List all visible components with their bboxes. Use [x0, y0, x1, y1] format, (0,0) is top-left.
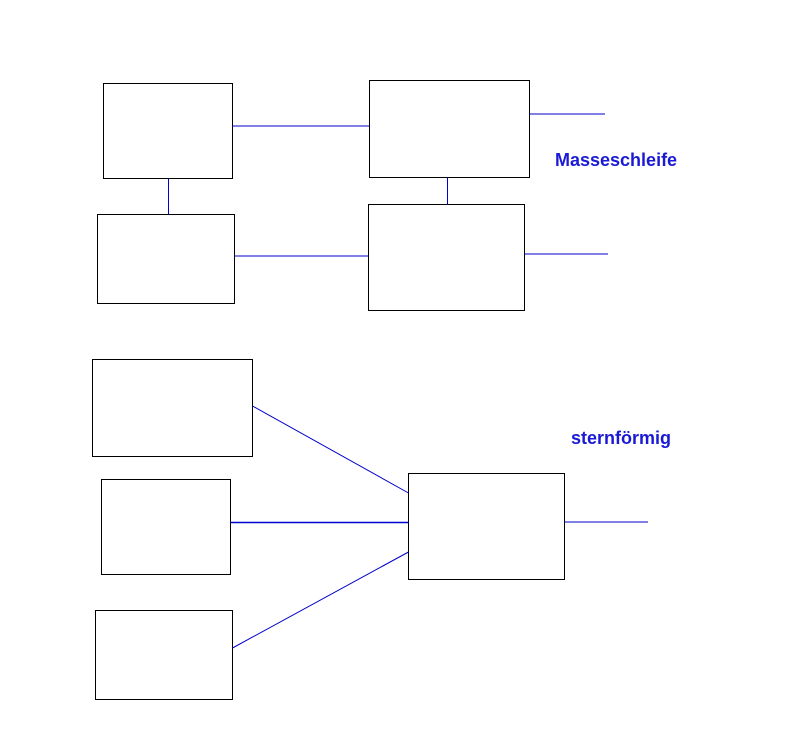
star-box-middle [101, 479, 231, 575]
star-box-bottom [95, 610, 233, 700]
loop-box-top-left [103, 83, 233, 179]
star-hub-box [408, 473, 565, 580]
ground-loop-section: Masseschleife [97, 80, 677, 311]
loop-box-bottom-right [368, 204, 525, 311]
ground-loop-label: Masseschleife [555, 150, 677, 170]
star-box-top [92, 359, 253, 457]
star-label: sternförmig [571, 428, 671, 448]
loop-box-top-right [369, 80, 530, 178]
star-wire-bottom [232, 551, 409, 649]
star-section: sternförmig [92, 359, 671, 700]
star-wire-top [252, 405, 409, 494]
loop-box-bottom-left [97, 214, 235, 304]
